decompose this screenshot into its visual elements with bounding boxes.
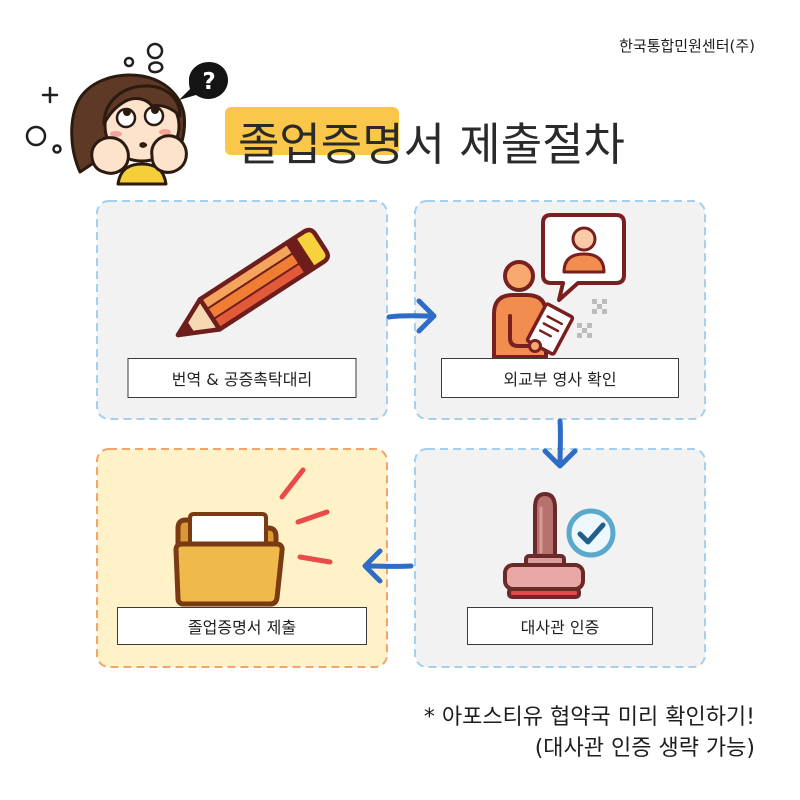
check-circle-icon: [566, 508, 616, 558]
consular-officer-icon: [492, 213, 626, 359]
stamp-base: [503, 563, 585, 591]
step-label: 번역 & 공증촉탁대리: [127, 358, 357, 398]
person-hand: [528, 339, 542, 353]
apostille-note-detail: (대사관 인증 생략 가능): [534, 736, 755, 761]
person-arm: [508, 314, 534, 348]
folder-paper: [188, 512, 268, 548]
person-head: [503, 260, 535, 292]
step-card-translation-notarization: 번역 & 공증촉탁대리: [96, 200, 388, 420]
thinking-girl-illustration: ?: [25, 42, 228, 186]
company-name: 한국통합민원센터(주): [619, 37, 755, 55]
pencil-icon: [175, 227, 330, 338]
pencil-body: [197, 240, 310, 332]
page-title: 졸업증명서 제출절차: [238, 118, 625, 171]
pencil-lead: [175, 320, 195, 338]
apostille-note: * 아포스티유 협약국 미리 확인하기!: [423, 705, 755, 730]
title-highlight: [225, 107, 399, 155]
step-label: 대사관 인증: [467, 607, 653, 645]
folder-front: [173, 541, 285, 607]
eyes: [115, 105, 165, 129]
profile-avatar-icon: [562, 226, 606, 274]
stamp-icon: [503, 492, 585, 599]
left-hand: [90, 136, 130, 175]
step-card-certificate-submission: 졸업증명서 제출: [96, 448, 388, 668]
step-label: 외교부 영사 확인: [441, 358, 679, 398]
mouth: [139, 142, 148, 148]
step-label: 졸업증명서 제출: [117, 607, 367, 645]
girl-character: [70, 73, 188, 186]
thought-bubble-icon: ?: [179, 62, 228, 100]
person-figure: [492, 260, 548, 359]
sparkle-lines-icon: [279, 467, 333, 565]
folder-icon: [173, 512, 285, 607]
stamp-pad: [507, 587, 581, 599]
bangs: [102, 84, 182, 126]
blush: [110, 131, 122, 137]
step-card-consular-confirmation: 외교부 영사 확인: [414, 200, 706, 420]
apostille-notes: * 아포스티유 협약국 미리 확인하기! (대사관 인증 생략 가능): [424, 702, 755, 764]
stamp-handle: [533, 492, 557, 562]
blush: [159, 129, 171, 135]
question-mark: ?: [202, 69, 215, 95]
pencil-eraser: [291, 227, 330, 271]
doodle-decoration: [25, 42, 164, 154]
step-card-embassy-certification: 대사관 인증: [414, 448, 706, 668]
sparkle-dots: [577, 299, 607, 338]
shirt: [116, 162, 168, 186]
right-hand: [150, 134, 188, 174]
